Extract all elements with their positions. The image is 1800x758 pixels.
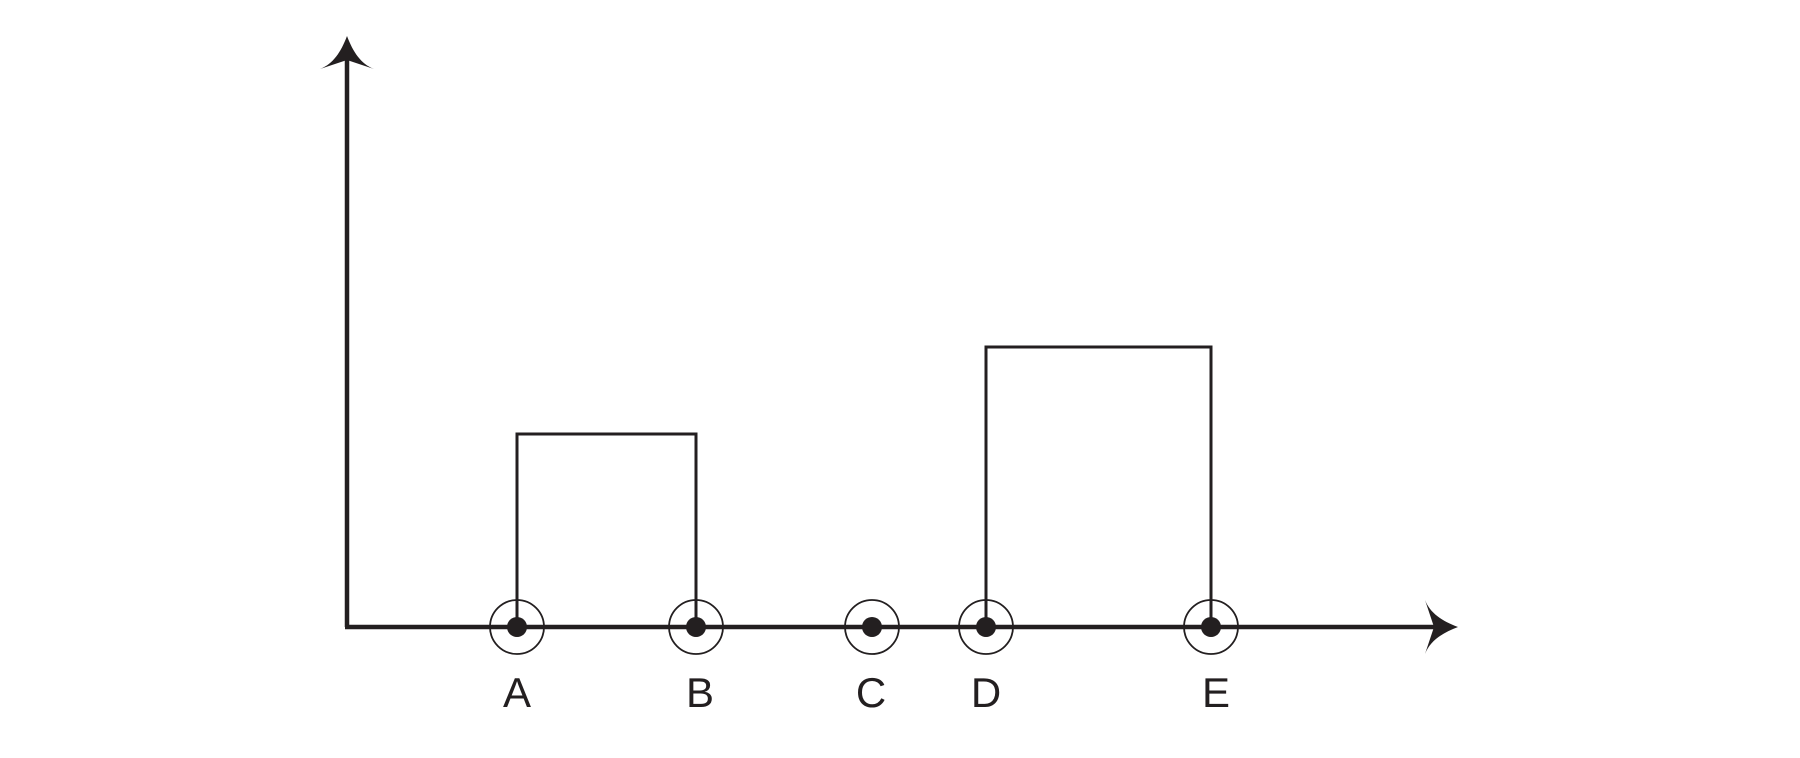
- point-ring: [958, 599, 1014, 655]
- point-dot: [686, 617, 706, 637]
- bracket-d-e: [984, 345, 1213, 627]
- point-e: E: [1183, 599, 1239, 716]
- y-axis-arrow-icon: [320, 36, 374, 69]
- point-ring: [1183, 599, 1239, 655]
- point-label-c: C: [856, 669, 886, 716]
- bracket-a-b: [515, 432, 698, 627]
- point-label-b: B: [686, 669, 714, 716]
- point-ring: [844, 599, 900, 655]
- point-c: C: [844, 599, 900, 716]
- point-b: B: [668, 599, 724, 716]
- point-d: D: [958, 599, 1014, 716]
- point-dot: [1201, 617, 1221, 637]
- point-dot: [862, 617, 882, 637]
- point-label-a: A: [503, 669, 531, 716]
- point-label-d: D: [971, 669, 1001, 716]
- point-dot: [507, 617, 527, 637]
- point-dot: [976, 617, 996, 637]
- x-axis-arrow-icon: [1425, 600, 1458, 654]
- point-ring: [668, 599, 724, 655]
- point-label-e: E: [1202, 669, 1230, 716]
- point-ring: [489, 599, 545, 655]
- point-a: A: [489, 599, 545, 716]
